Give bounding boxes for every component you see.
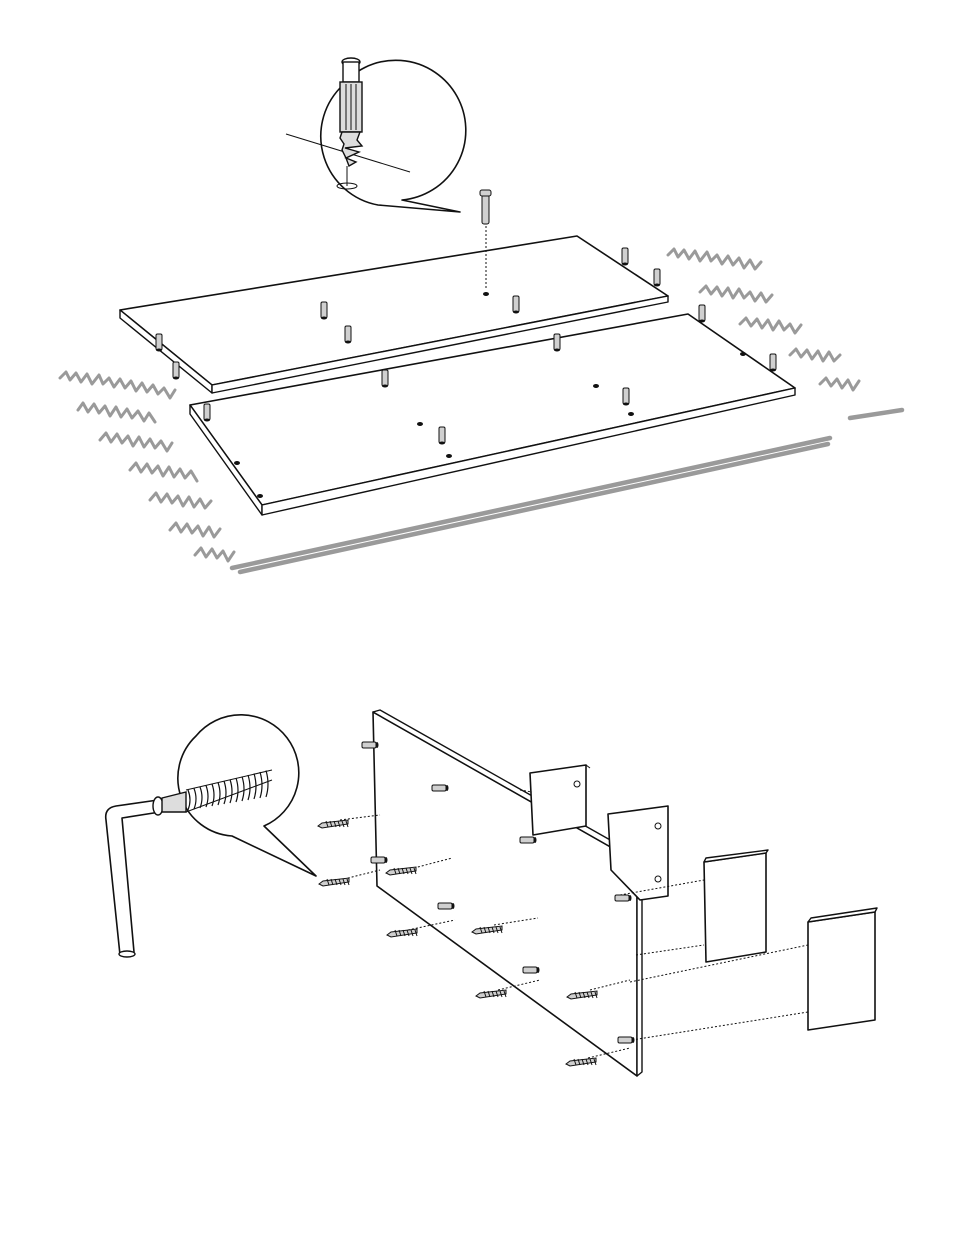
cam-dowel [554, 334, 560, 352]
screw [566, 1058, 596, 1066]
cam-bolt [362, 742, 379, 748]
cam-dowel [382, 370, 388, 388]
cam-bolt [438, 903, 455, 909]
screw [387, 929, 417, 937]
step-attach-side-panels [106, 710, 877, 1076]
cam-dowel [204, 404, 210, 422]
cam-dowel [439, 427, 445, 445]
small-panel-1 [530, 765, 590, 835]
screw [318, 820, 348, 828]
cam-dowel [513, 296, 519, 314]
cam-dowel [321, 302, 327, 320]
shelf-panel-2 [808, 908, 877, 1030]
cam-bolt [618, 1037, 635, 1043]
cam-dowel [699, 305, 705, 323]
cam-dowel [173, 362, 179, 380]
cam-dowel [345, 326, 351, 344]
cam-bolt [371, 857, 388, 863]
screw [476, 990, 506, 998]
large-side-panel [373, 710, 642, 1076]
cam-bolt [615, 895, 632, 901]
cam-bolt [432, 785, 449, 791]
dowel-detail-magnifier [286, 58, 466, 212]
cam-dowel [654, 269, 660, 287]
cam-dowel [622, 248, 628, 266]
step-insert-cam-dowels [60, 58, 902, 572]
cam-bolt [520, 837, 537, 843]
allen-key-icon [106, 800, 160, 957]
screw [319, 878, 349, 886]
cam-dowel [623, 388, 629, 406]
cam-bolt [523, 967, 540, 973]
cam-dowel [156, 334, 162, 352]
screw-detail-magnifier [153, 715, 316, 876]
cam-dowel [770, 354, 776, 372]
shelf-panel-1 [704, 850, 768, 962]
